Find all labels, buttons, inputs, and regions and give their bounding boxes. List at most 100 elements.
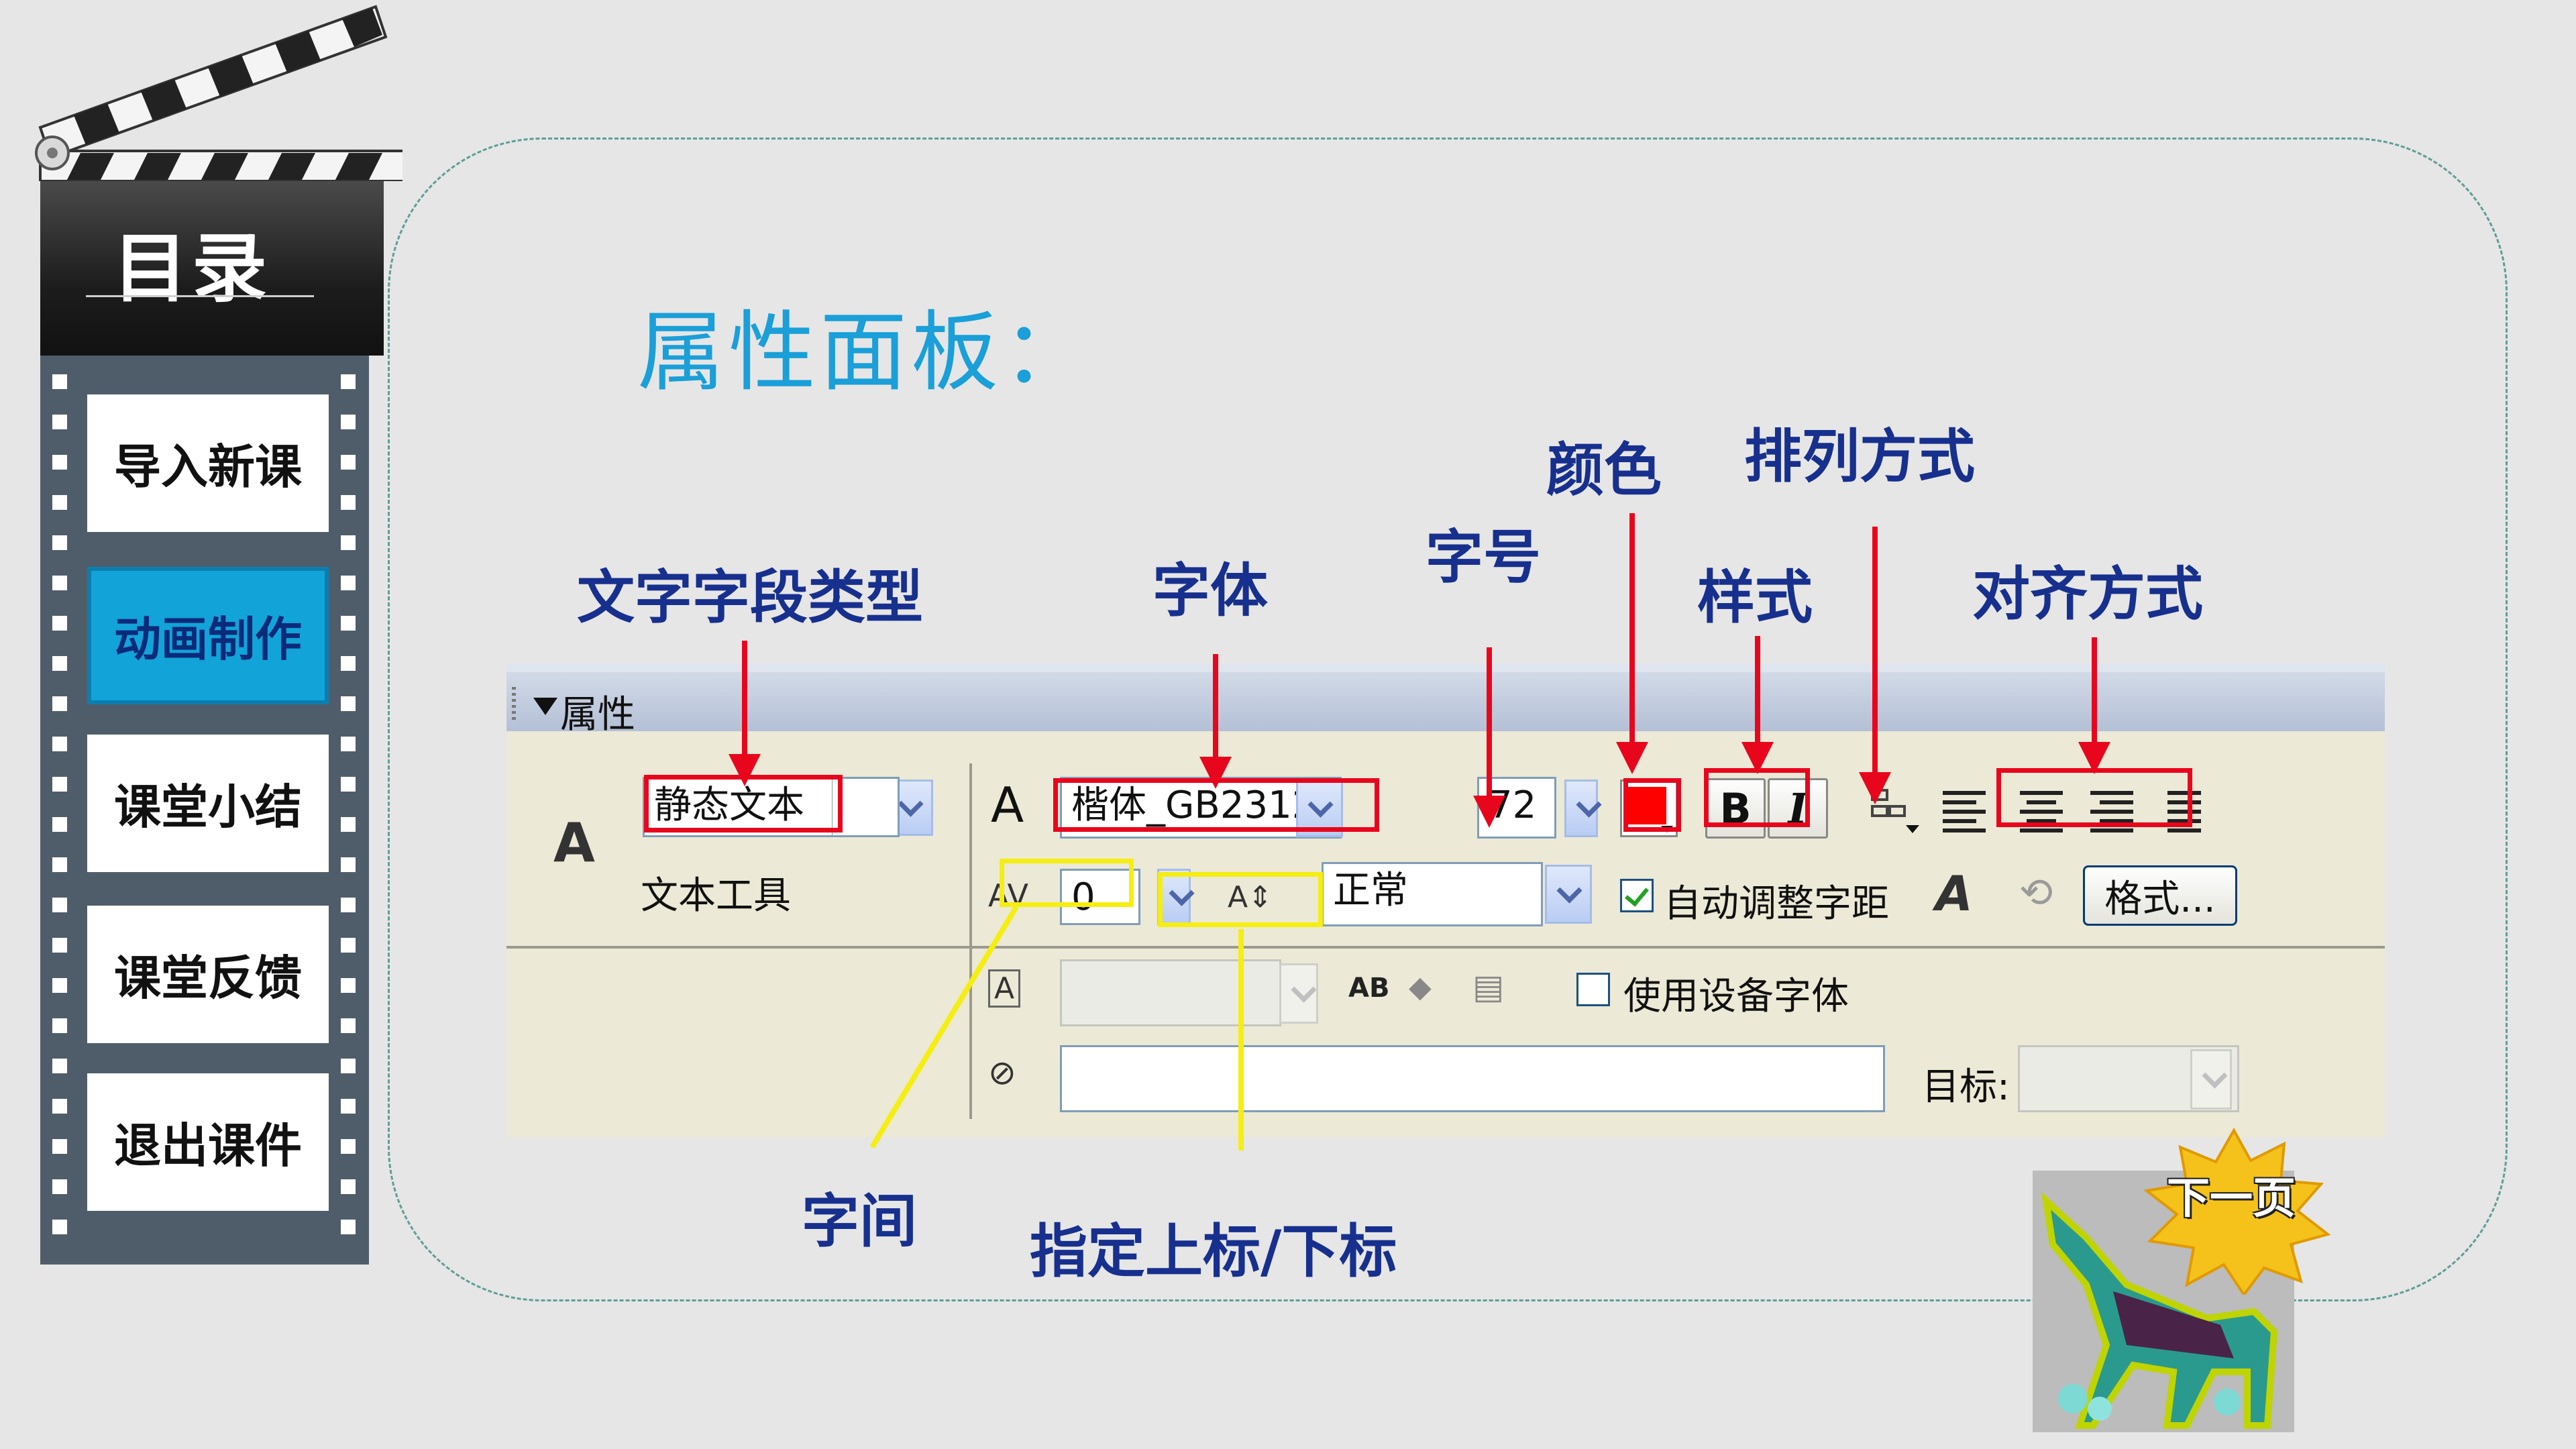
film-perforation xyxy=(341,696,356,711)
color-fill xyxy=(1627,787,1666,824)
sidebar-item-intro[interactable]: 导入新课 xyxy=(87,394,329,532)
sidebar-item-label: 退出课件 xyxy=(114,1118,302,1173)
film-perforation xyxy=(341,978,356,993)
baseline-dropdown-button[interactable] xyxy=(1545,865,1592,924)
link-icon: ⊘ xyxy=(988,1053,1016,1092)
film-perforation xyxy=(341,616,356,631)
film-perforation xyxy=(52,656,67,671)
tool-name-label: 文本工具 xyxy=(641,874,791,918)
highlight-color xyxy=(1623,778,1681,832)
sidebar-film-strip: 导入新课 动画制作 课堂小结 课堂反馈 退出课件 xyxy=(40,356,369,1265)
film-perforation xyxy=(341,1139,356,1154)
panel-header[interactable]: 属性 xyxy=(506,664,2385,737)
film-perforation xyxy=(341,1099,356,1114)
film-perforation xyxy=(52,576,67,590)
film-perforation xyxy=(341,1018,356,1033)
align-right-icon[interactable] xyxy=(2086,785,2137,836)
auto-kern-checkbox[interactable] xyxy=(1620,879,1654,912)
char-spacing-icon: AV xyxy=(988,877,1028,914)
panel-divider xyxy=(972,946,2385,949)
sidebar-item-animation[interactable]: 动画制作 xyxy=(87,567,329,704)
target-label: 目标: xyxy=(1922,1065,2010,1109)
show-border-icon[interactable]: ◆ xyxy=(1409,970,1432,1004)
film-perforation xyxy=(341,1059,356,1073)
sidebar-item-summary[interactable]: 课堂小结 xyxy=(87,735,329,872)
highlight-super-sub xyxy=(1158,872,1323,927)
baseline-select[interactable]: 正常 xyxy=(1322,862,1543,926)
film-perforation xyxy=(52,455,67,470)
film-perforation xyxy=(341,857,356,872)
film-perforation xyxy=(52,1099,67,1114)
film-perforation xyxy=(52,1220,67,1234)
film-perforation xyxy=(52,616,67,631)
film-perforation xyxy=(341,777,356,792)
baseline-shift-icon: A⇕ xyxy=(1228,880,1273,914)
starburst-icon xyxy=(2143,1127,2331,1295)
film-perforation xyxy=(52,938,67,953)
next-page-label: 下一页 xyxy=(2167,1174,2296,1224)
format-button[interactable]: 格式... xyxy=(2083,865,2237,926)
char-spacing-input[interactable]: 0 xyxy=(1060,869,1140,925)
sidebar-item-feedback[interactable]: 课堂反馈 xyxy=(87,906,329,1043)
font-size-dropdown-button[interactable] xyxy=(1564,780,1598,837)
line-type-icon[interactable]: ▤ xyxy=(1472,967,1505,1006)
selectable-text-icon[interactable]: ⟲ xyxy=(2019,869,2053,916)
anti-alias-icon[interactable]: A xyxy=(1935,865,1973,922)
sidebar-title-underline xyxy=(86,295,314,297)
callout-style: 样式 xyxy=(1697,564,1813,631)
render-html-icon[interactable]: AB xyxy=(1348,973,1390,1004)
sidebar-item-label: 课堂小结 xyxy=(114,780,302,835)
device-font-checkbox[interactable] xyxy=(1576,973,1610,1006)
content-frame xyxy=(388,138,2508,1301)
align-center-icon[interactable] xyxy=(2016,785,2067,836)
callout-direction: 排列方式 xyxy=(1744,423,1975,490)
panel-divider xyxy=(969,763,972,1119)
film-perforation xyxy=(52,777,67,792)
target-dropdown-button xyxy=(2190,1049,2232,1110)
film-perforation xyxy=(341,576,356,590)
film-perforation xyxy=(341,374,356,389)
clapperboard-icon xyxy=(35,5,402,181)
film-perforation xyxy=(52,857,67,872)
panel-grip-icon[interactable] xyxy=(512,687,516,722)
auto-kern-label: 自动调整字距 xyxy=(1664,882,1889,926)
align-justify-icon[interactable] xyxy=(2158,785,2209,836)
collapse-triangle-icon[interactable] xyxy=(533,698,557,715)
callout-font: 字体 xyxy=(1152,557,1268,625)
instance-name-input xyxy=(1060,959,1281,1026)
film-perforation xyxy=(341,737,356,751)
film-perforation xyxy=(52,978,67,993)
film-perforation xyxy=(341,415,356,429)
film-perforation xyxy=(52,1139,67,1154)
url-input[interactable] xyxy=(1060,1045,1885,1112)
sidebar-item-label: 导入新课 xyxy=(114,439,302,494)
sidebar-item-exit[interactable]: 退出课件 xyxy=(87,1073,329,1211)
film-perforation xyxy=(341,1179,356,1194)
page-title: 属性面板： xyxy=(637,301,1094,403)
callout-char-spacing: 字间 xyxy=(802,1188,917,1255)
film-perforation xyxy=(341,455,356,470)
text-type-select-spacer xyxy=(833,777,900,837)
film-perforation xyxy=(52,696,67,711)
film-perforation xyxy=(52,737,67,751)
film-perforation xyxy=(52,1179,67,1194)
film-perforation xyxy=(52,898,67,912)
film-perforation xyxy=(341,656,356,671)
sidebar-header: 目录 xyxy=(40,181,384,356)
film-perforation xyxy=(341,495,356,510)
sidebar-item-label: 课堂反馈 xyxy=(114,951,302,1006)
film-perforation xyxy=(52,535,67,550)
font-icon: A xyxy=(991,777,1024,833)
text-type-select[interactable]: 静态文本 xyxy=(643,777,834,837)
film-perforation xyxy=(52,1018,67,1033)
align-left-icon[interactable] xyxy=(1939,785,1990,836)
callout-color: 颜色 xyxy=(1546,437,1662,504)
film-perforation xyxy=(341,1220,356,1234)
properties-panel: 属性 A 静态文本 文本工具 A 楷体_GB2312 72 B I AV 0 xyxy=(506,664,2385,1137)
callout-text-type: 文字字段类型 xyxy=(577,564,923,631)
next-page-button[interactable]: 下一页 xyxy=(2033,1127,2331,1432)
film-perforation xyxy=(52,415,67,429)
film-perforation xyxy=(341,898,356,912)
arrow-char-spacing xyxy=(869,905,1019,1149)
